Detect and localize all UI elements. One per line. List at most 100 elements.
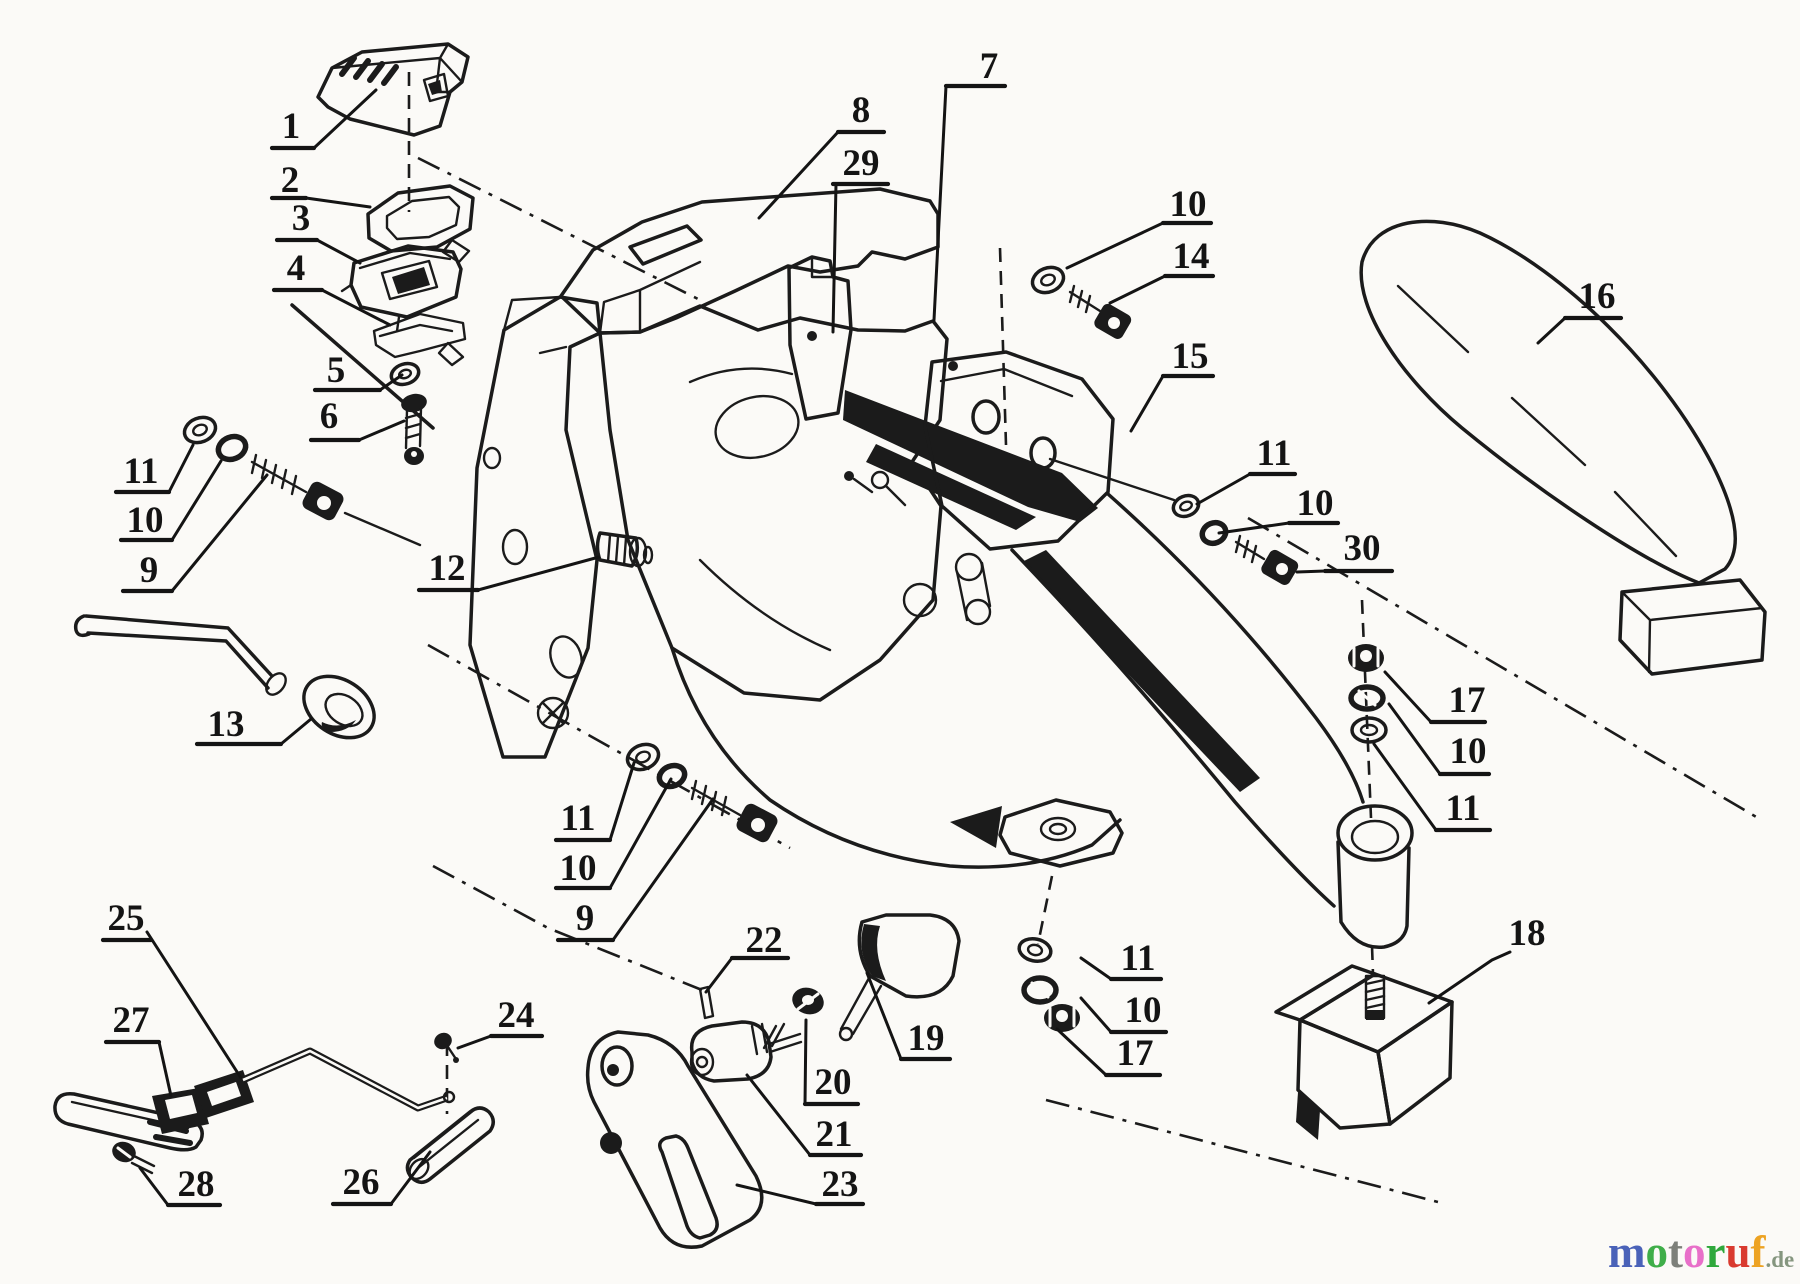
part-16-front-handle xyxy=(1359,219,1767,676)
part-number-11b: 11 xyxy=(1446,788,1481,829)
part-label-28: 28 xyxy=(138,1164,223,1208)
leader-line-20 xyxy=(803,1018,808,1106)
part-number-18: 18 xyxy=(1509,913,1546,954)
part-number-10b: 10 xyxy=(1297,483,1334,524)
watermark-letter-3: o xyxy=(1683,1227,1706,1277)
leader-line-5 xyxy=(378,373,404,392)
part-label-10b: 10 xyxy=(1217,483,1341,535)
part-8-top-cover xyxy=(559,187,940,335)
part-20-bushing xyxy=(792,987,824,1015)
leader-line-9b xyxy=(611,797,715,942)
leader-line-11a xyxy=(1195,472,1252,506)
leader-line-22 xyxy=(704,956,734,994)
callout-labels: 1234567829101415161110301710111812131110… xyxy=(100,46,1624,1208)
leader-line-3 xyxy=(315,238,362,265)
bolt-set-left xyxy=(182,415,422,547)
part-number-3: 3 xyxy=(292,198,311,239)
part-label-11e: 11 xyxy=(1079,938,1164,982)
leader-line-10b xyxy=(1217,521,1291,535)
motoruf-watermark: motoruf.de xyxy=(1608,1226,1795,1278)
part-number-26: 26 xyxy=(343,1162,380,1203)
leader-line-28 xyxy=(138,1166,170,1207)
leader-line-15 xyxy=(1129,374,1165,433)
leader-line-16 xyxy=(1536,316,1567,345)
leader-line-21 xyxy=(745,1073,812,1157)
part-number-27: 27 xyxy=(113,1000,150,1041)
part-label-10c: 10 xyxy=(1387,702,1492,777)
part-number-10f: 10 xyxy=(1125,990,1162,1031)
bolt-set-right xyxy=(1171,493,1299,585)
part-number-23: 23 xyxy=(822,1164,859,1205)
part-15-bracket xyxy=(923,350,1176,551)
part-6-screw xyxy=(401,393,427,465)
part-label-1: 1 xyxy=(269,88,378,151)
part-12-bushing xyxy=(595,531,654,568)
part-22-pin xyxy=(698,985,715,1020)
part-4-contact-strip xyxy=(290,303,467,430)
part-number-14: 14 xyxy=(1173,236,1210,277)
leader-line-25 xyxy=(145,930,243,1080)
part-number-15: 15 xyxy=(1172,336,1209,377)
part-label-10e: 10 xyxy=(553,777,673,891)
part-label-9a: 9 xyxy=(120,473,269,594)
part-number-17b: 17 xyxy=(1117,1033,1154,1074)
leader-line-26 xyxy=(389,1150,432,1206)
nut-stack-middle xyxy=(1017,936,1080,1032)
part-label-5: 5 xyxy=(312,350,404,393)
leader-line-2 xyxy=(304,196,372,209)
part-number-24: 24 xyxy=(498,995,535,1036)
part-5-washer xyxy=(389,361,421,387)
part-3-switch xyxy=(340,244,463,333)
part-number-29: 29 xyxy=(843,143,880,184)
leader-line-7 xyxy=(932,84,948,322)
leader-line-17a xyxy=(1383,670,1433,724)
part-number-20: 20 xyxy=(815,1062,852,1103)
part-label-17b: 17 xyxy=(1055,1027,1163,1078)
part-number-7: 7 xyxy=(980,46,999,87)
rear-handle-tube xyxy=(1010,492,1414,950)
part-13-choke-rod xyxy=(73,614,376,740)
part-number-17a: 17 xyxy=(1449,680,1486,721)
part-label-13: 13 xyxy=(194,704,313,747)
part-label-6: 6 xyxy=(308,396,406,443)
watermark-letter-0: m xyxy=(1608,1227,1646,1277)
part-label-9b: 9 xyxy=(555,797,715,943)
part-label-20: 20 xyxy=(802,1018,861,1107)
part-label-21: 21 xyxy=(745,1073,864,1158)
watermark-suffix: .de xyxy=(1765,1247,1795,1272)
leader-line-11b xyxy=(1372,742,1438,832)
part-number-21: 21 xyxy=(816,1114,853,1155)
part-number-8: 8 xyxy=(852,90,871,131)
nut-stack-right xyxy=(1348,644,1388,744)
leader-line-11d xyxy=(608,761,636,842)
leader-line-9a xyxy=(170,473,269,593)
part-number-6: 6 xyxy=(320,396,339,437)
leader-line-10c xyxy=(1387,702,1442,776)
leader-line-17b xyxy=(1055,1027,1108,1077)
part-label-17a: 17 xyxy=(1383,670,1488,725)
part-label-11c: 11 xyxy=(113,443,195,495)
part-label-27: 27 xyxy=(103,1000,173,1098)
part-number-19: 19 xyxy=(908,1018,945,1059)
part-number-10d: 10 xyxy=(127,500,164,541)
leader-line-6 xyxy=(357,419,406,442)
part-number-11e: 11 xyxy=(1121,938,1156,979)
leader-line-23 xyxy=(735,1183,818,1206)
part-number-10c: 10 xyxy=(1450,731,1487,772)
leader-line-13 xyxy=(279,717,313,746)
part-number-9a: 9 xyxy=(140,550,159,591)
leader-line-12 xyxy=(476,555,601,592)
leader-line-27 xyxy=(157,1040,173,1098)
part-label-18: 18 xyxy=(1427,913,1546,1005)
watermark-letter-2: t xyxy=(1668,1227,1683,1277)
part-label-3: 3 xyxy=(274,198,362,265)
part-label-2: 2 xyxy=(269,160,372,209)
part-number-11d: 11 xyxy=(561,798,596,839)
part-23-bracket xyxy=(585,1030,764,1249)
part-number-5: 5 xyxy=(327,350,346,391)
watermark-letter-1: o xyxy=(1645,1227,1669,1277)
leader-line-29 xyxy=(831,182,838,334)
screw-set-top xyxy=(1030,265,1132,339)
leader-line-18 xyxy=(1427,950,1512,1005)
